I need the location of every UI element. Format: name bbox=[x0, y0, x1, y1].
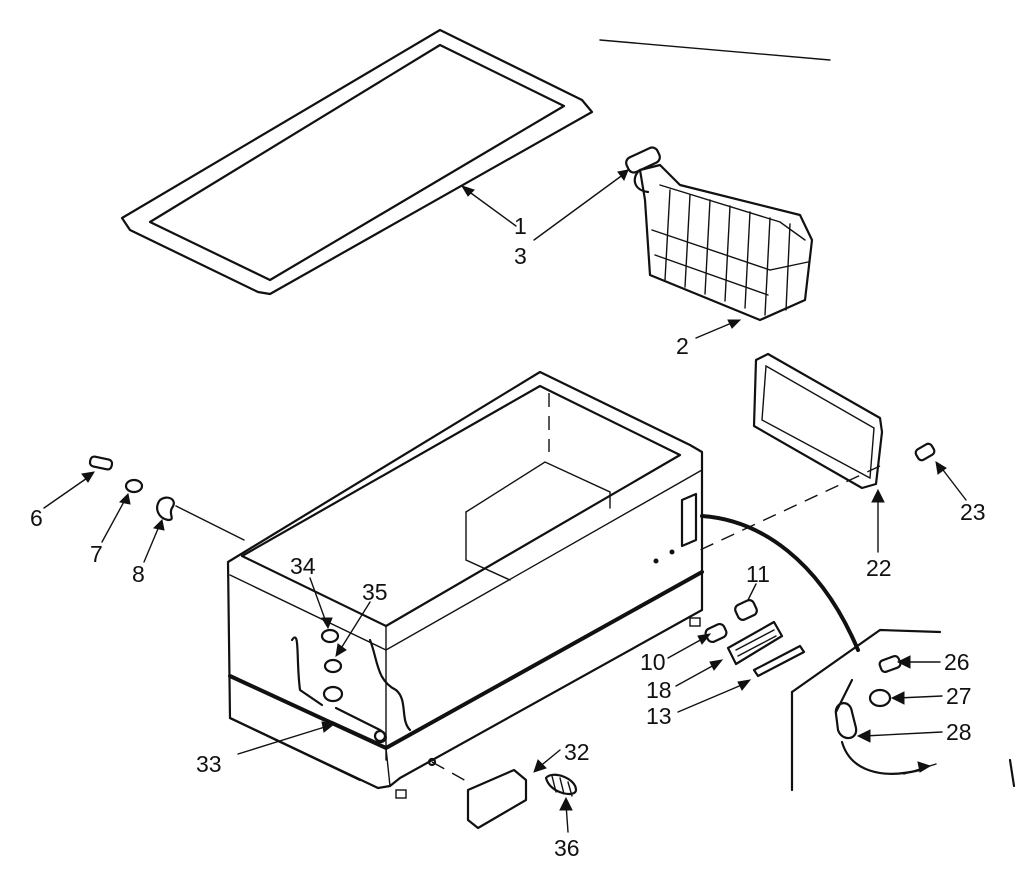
callout-28: 28 bbox=[946, 719, 972, 745]
lamp-socket bbox=[734, 599, 758, 621]
hinge-clip bbox=[156, 496, 175, 522]
wire-basket bbox=[633, 163, 814, 322]
drain-plug bbox=[544, 773, 578, 797]
hinge-washer bbox=[124, 478, 144, 494]
callout-2: 2 bbox=[676, 333, 689, 359]
control-screw bbox=[878, 654, 902, 674]
control-panel bbox=[790, 628, 1016, 792]
callout-8: 8 bbox=[132, 561, 145, 587]
vent-grille bbox=[726, 620, 784, 666]
callout-3: 3 bbox=[514, 243, 527, 269]
cover-screw bbox=[914, 442, 936, 462]
callout-33: 33 bbox=[196, 751, 222, 777]
hinge-screw bbox=[88, 455, 114, 471]
callout-23: 23 bbox=[960, 499, 986, 525]
lid-gasket bbox=[120, 28, 594, 296]
callout-34: 34 bbox=[290, 553, 316, 579]
callout-22: 22 bbox=[866, 555, 892, 581]
nameplate bbox=[752, 644, 806, 678]
drain-tube bbox=[330, 706, 387, 744]
rear-cover bbox=[752, 352, 884, 490]
leader-lines bbox=[43, 169, 967, 833]
callout-11: 11 bbox=[746, 561, 770, 587]
callout-7: 7 bbox=[90, 541, 103, 567]
hanger-pin bbox=[625, 146, 661, 174]
callout-6: 6 bbox=[30, 505, 43, 531]
callout-32: 32 bbox=[564, 739, 590, 765]
thermostat bbox=[834, 678, 922, 775]
drain-cover bbox=[466, 768, 528, 830]
callout-labels: 1 3 2 6 7 8 34 35 11 22 23 10 18 13 26 2… bbox=[30, 213, 986, 861]
callout-36: 36 bbox=[554, 835, 580, 861]
callout-1: 1 bbox=[514, 213, 527, 239]
callout-35: 35 bbox=[362, 579, 388, 605]
callout-10: 10 bbox=[640, 649, 666, 675]
callout-13: 13 bbox=[646, 703, 672, 729]
control-knob bbox=[868, 688, 892, 708]
callout-18: 18 bbox=[646, 677, 672, 703]
drain-fittings bbox=[320, 628, 344, 703]
callout-26: 26 bbox=[944, 649, 970, 675]
basket-wires bbox=[664, 189, 791, 316]
freezer-cabinet bbox=[226, 370, 704, 799]
callout-27: 27 bbox=[946, 683, 972, 709]
lamp-bulb bbox=[704, 622, 728, 644]
